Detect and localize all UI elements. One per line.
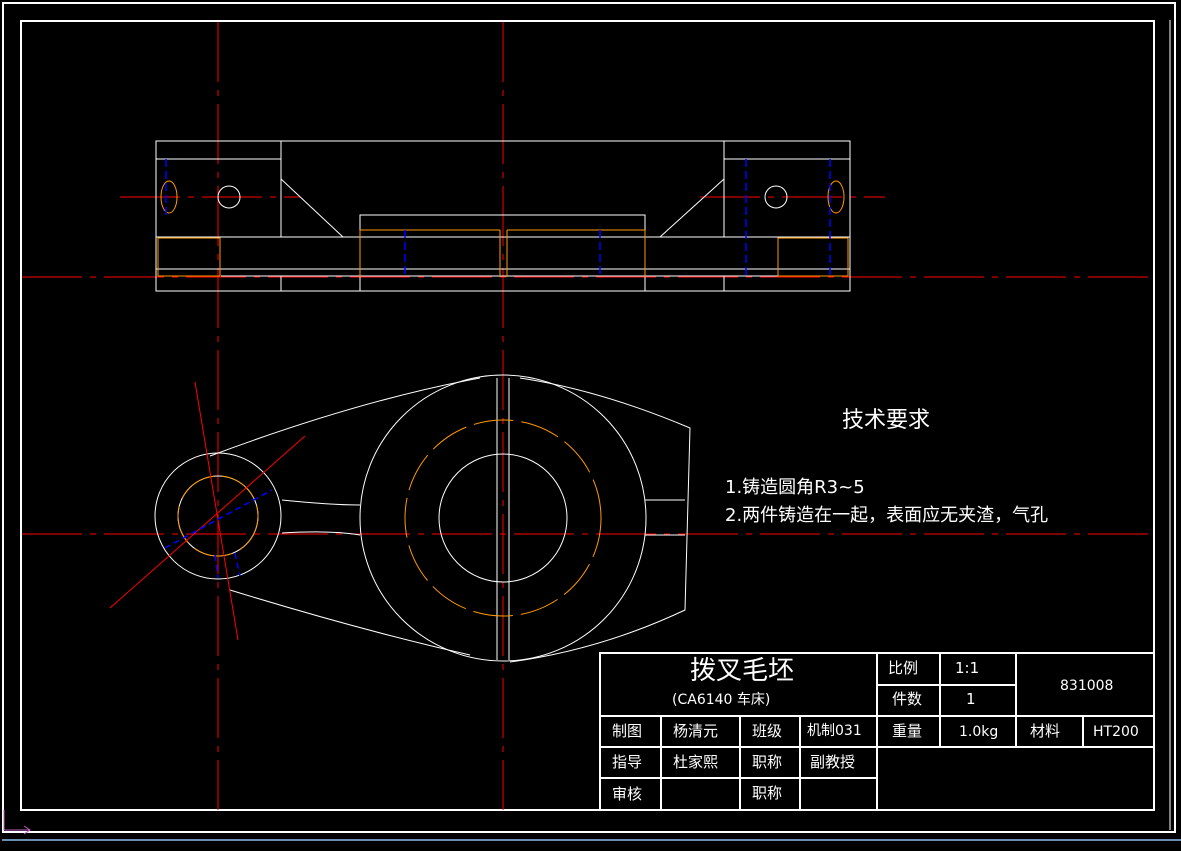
front-view-fillets [157,180,849,277]
class-value: 机制031 [807,723,862,739]
ucs-icon [3,810,31,835]
inner-frame [20,20,1155,811]
qty-value: 1 [966,690,976,708]
top-view-construction [109,381,306,641]
top-view [154,374,691,663]
outer-frame [2,2,1176,833]
tech-requirement-1: 1.铸造圆角R3~5 [725,477,865,498]
front-view-hidden [165,159,831,276]
tech-requirements-title: 技术要求 [842,408,931,433]
qty-label: 件数 [892,690,923,708]
scale-label: 比例 [888,659,919,677]
material-label: 材料 [1030,722,1061,740]
title-block-grid [599,652,1155,811]
guide-label: 指导 [612,753,643,771]
review-label: 审核 [612,785,643,803]
top-view-fillets [177,419,602,617]
title-value-1: 副教授 [810,753,856,771]
part-name: 拨叉毛坯 [690,656,795,686]
title-label-1: 职称 [752,753,783,771]
drawing-number: 831008 [1060,678,1114,694]
drawn-by: 杨清元 [673,722,719,740]
centerlines [22,22,1154,810]
scale-value: 1:1 [955,659,980,677]
weight-value: 1.0kg [959,724,999,740]
material-value: HT200 [1093,724,1139,740]
tech-requirement-2: 2.两件铸造在一起，表面应无夹渣，气孔 [725,505,1049,526]
top-view-hidden [164,489,273,579]
drawn-label: 制图 [612,722,643,740]
title-label-2: 职称 [752,784,783,802]
weight-label: 重量 [892,722,923,740]
front-view [155,140,851,292]
guide-by: 杜家熙 [673,753,719,771]
machine-name: (CA6140 车床) [672,692,771,708]
class-label: 班级 [752,722,783,740]
